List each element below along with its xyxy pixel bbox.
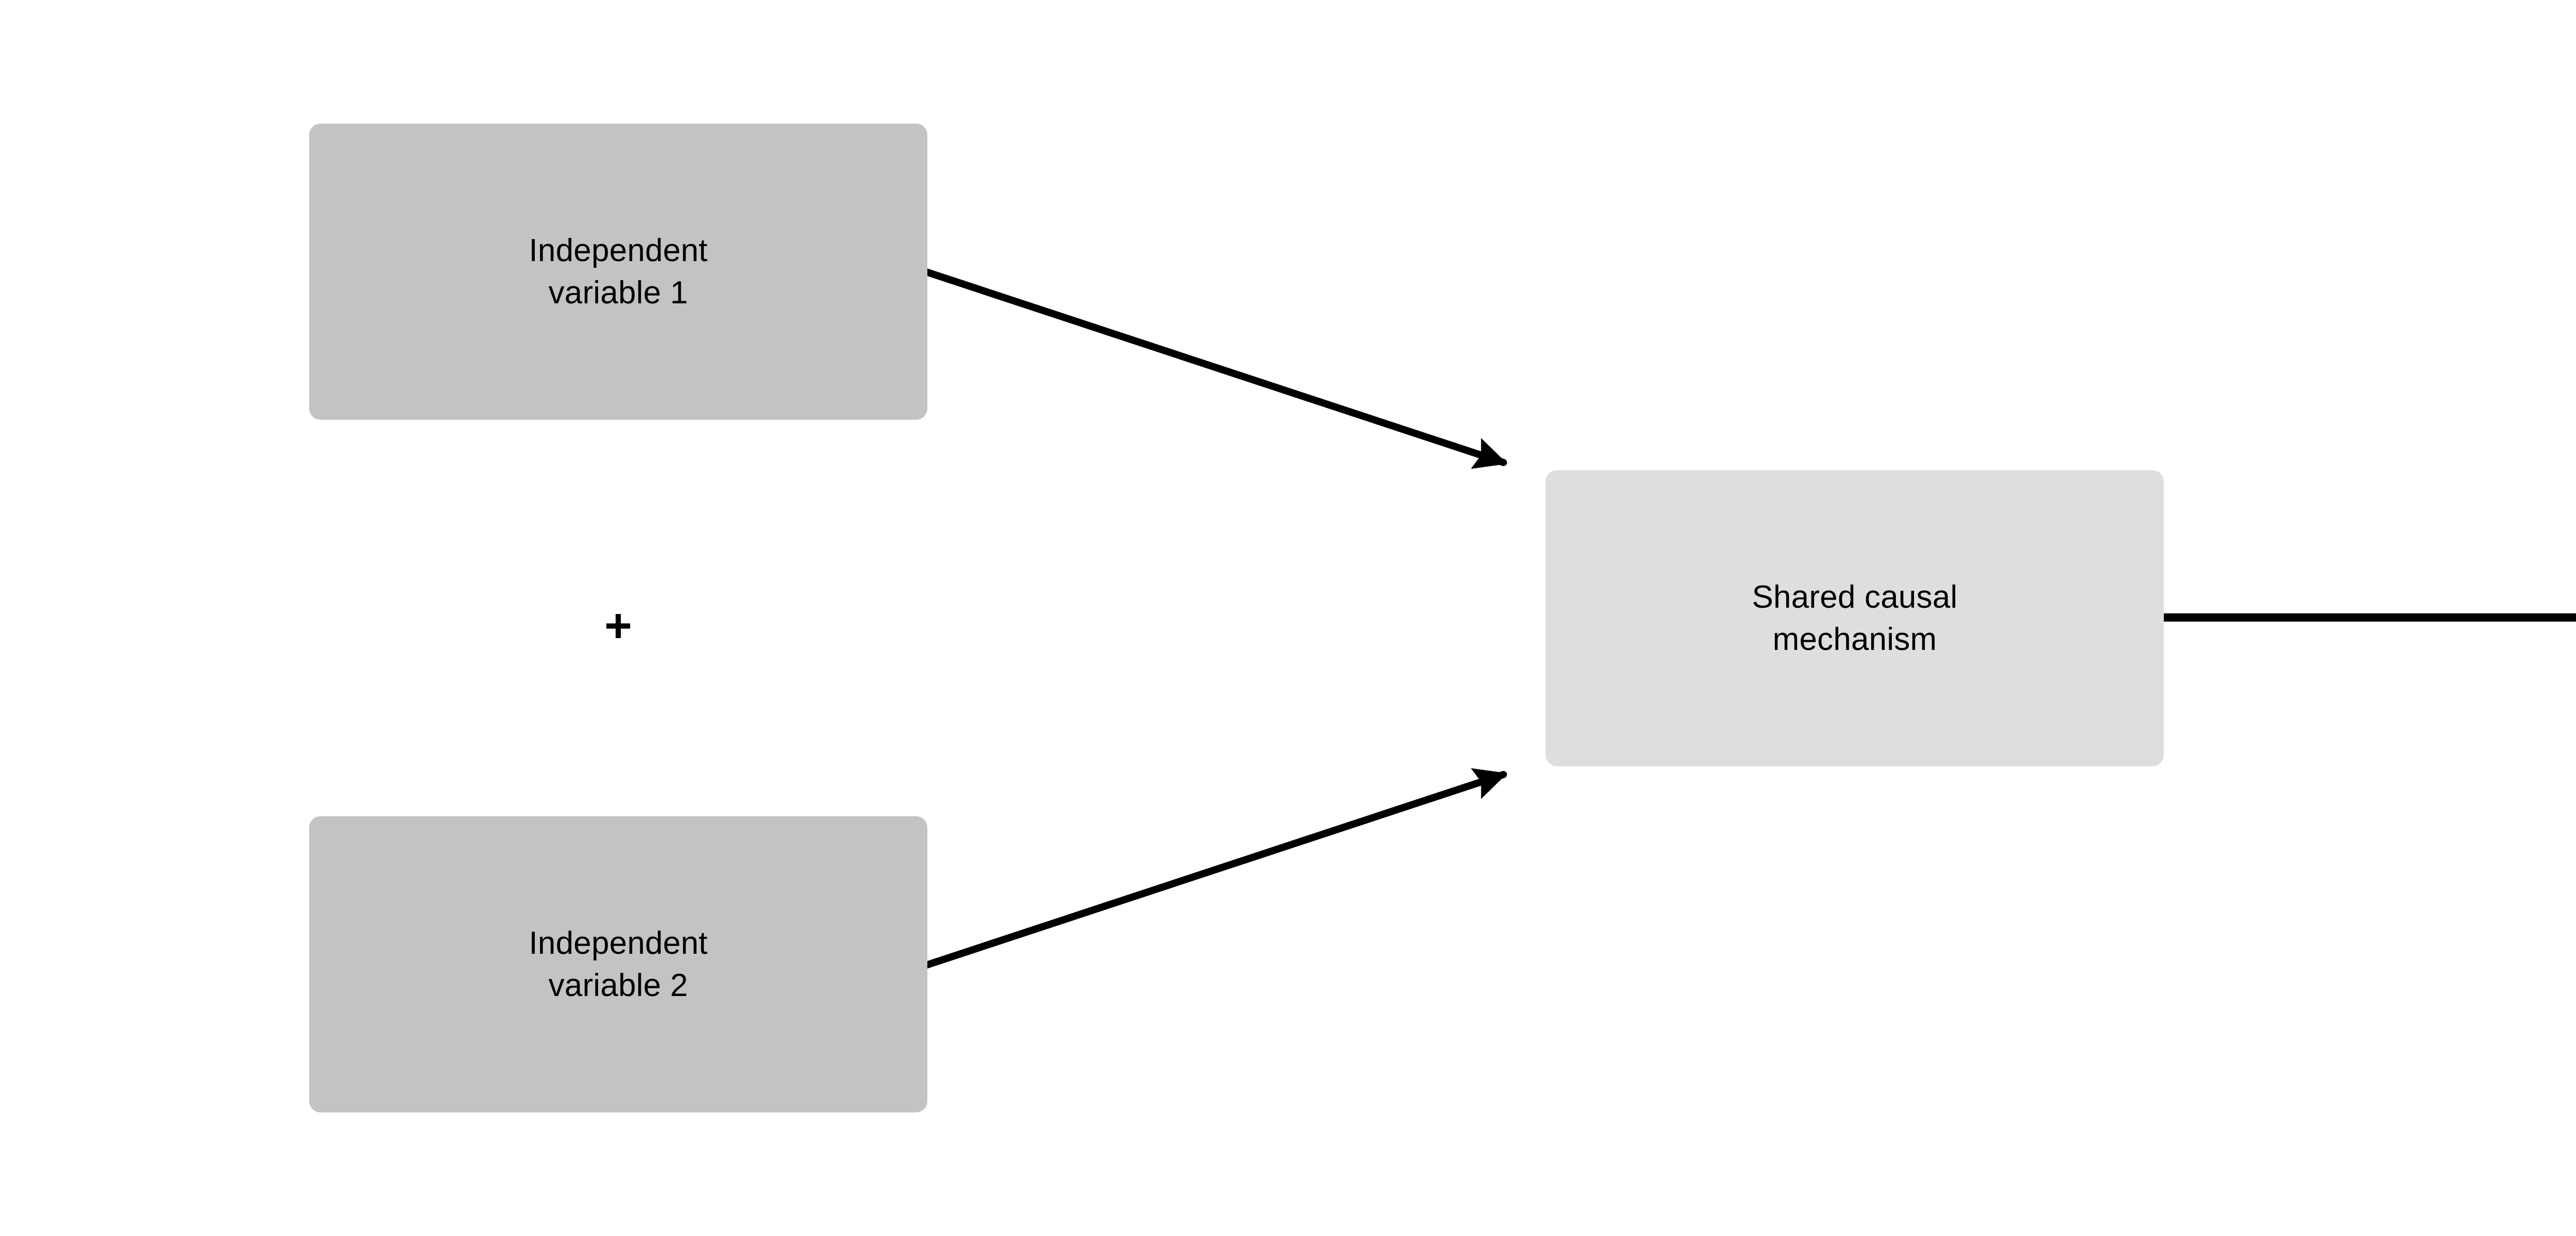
node-independent-variable-2[interactable]: Independent variable 2 (309, 816, 927, 1112)
node-label-independent-variable-2: Independent variable 2 (529, 925, 708, 1003)
plus-operator-icon: + (604, 599, 632, 652)
node-label-shared-causal-mechanism: Shared causal mechanism (1752, 579, 1958, 657)
edge-iv1-to-mechanism (921, 268, 1507, 469)
node-shared-causal-mechanism[interactable]: Shared causal mechanism (1546, 470, 2164, 766)
node-independent-variable-1[interactable]: Independent variable 1 (309, 124, 927, 420)
node-label-independent-variable-1: Independent variable 1 (529, 232, 708, 311)
edge-iv2-to-mechanism (921, 768, 1507, 969)
